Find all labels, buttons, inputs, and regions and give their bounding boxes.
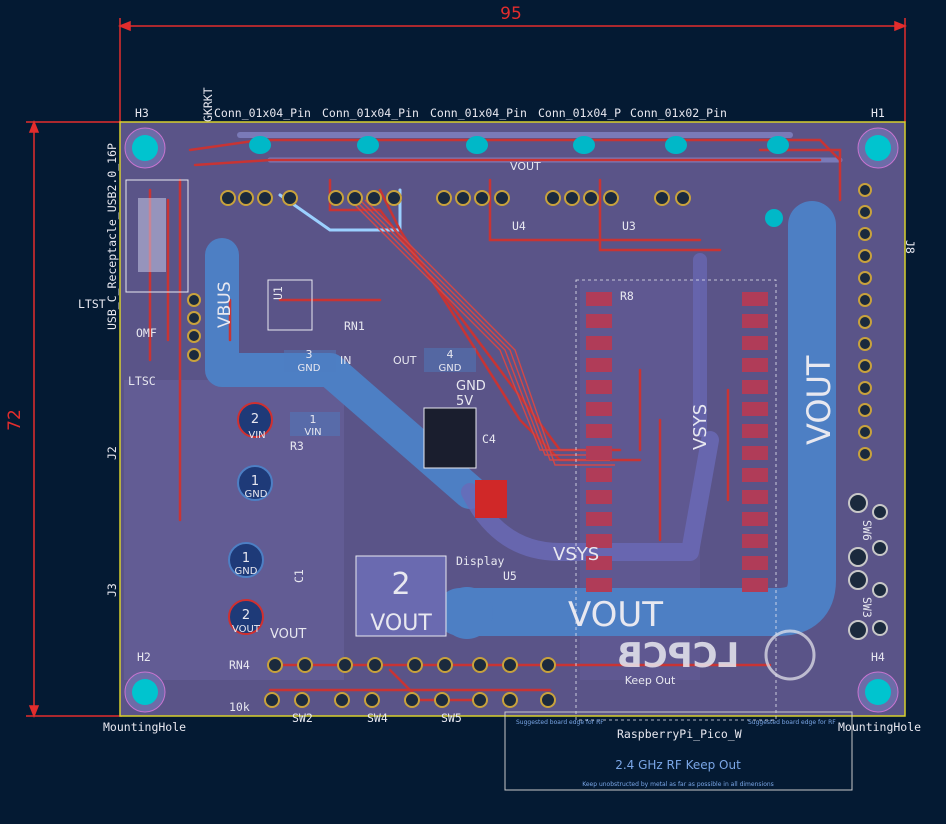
comp-c4: C4 (482, 432, 496, 446)
rf-keepout-note: Keep unobstructed by metal as far as pos… (582, 781, 774, 788)
pad-gnd-box: GND (456, 379, 486, 394)
term-gnd2: GND (235, 566, 258, 577)
term-gnd1-num: 1 (251, 474, 259, 489)
conn-label-j2: J2 (105, 446, 119, 460)
pad-4: 4 (447, 348, 454, 361)
pad-vin-out (424, 348, 476, 372)
comp-lt: LTST (78, 297, 106, 311)
term-vin-num: 2 (251, 412, 259, 427)
hole-type-bl: MountingHole (103, 720, 186, 734)
conn-label-4: Conn_01x04_P (538, 106, 621, 120)
net-vout-trace: VOUT (510, 160, 541, 173)
term-gnd1: GND (245, 489, 268, 500)
rf-keepout-title: 2.4 GHz RF Keep Out (615, 758, 741, 772)
comp-u3: U3 (622, 219, 636, 233)
conn-label-3: Conn_01x04_Pin (430, 106, 527, 120)
vout-pad-end (441, 587, 493, 639)
hole-label-h4: H4 (871, 650, 885, 664)
pico-footprint (575, 279, 777, 721)
hole-type-br: MountingHole (838, 720, 921, 734)
conn-label-2: Conn_01x04_Pin (322, 106, 419, 120)
comp-omf: OMF (136, 326, 157, 340)
dimension-width: 95 (500, 4, 522, 24)
net-vout-vertical: VOUT (800, 355, 838, 445)
comp-u5: U5 (503, 569, 517, 583)
pad-5v: 5V (456, 394, 473, 409)
pad-vin-1 (290, 412, 340, 436)
usb-connector (125, 179, 189, 293)
mounting-holes (124, 127, 899, 713)
comp-u4: U4 (512, 219, 526, 233)
comp-10k: 10k (229, 700, 250, 714)
hole-label-h3: H3 (135, 106, 149, 120)
pico-pad-column-left (586, 292, 612, 592)
ic-u1 (267, 279, 313, 331)
rf-edge-note-left: Suggested board edge for RF (516, 719, 604, 726)
conn-label-j3: J3 (105, 583, 119, 597)
pad-4-gnd: GND (439, 363, 462, 374)
net-vout-label: VOUT (270, 627, 306, 642)
pad-3-gnd: GND (298, 363, 321, 374)
conn-label-5: Conn_01x02_Pin (630, 106, 727, 120)
sw-label-5: SW5 (441, 711, 462, 725)
header-pin-rows (187, 183, 872, 708)
dimension-markers (26, 18, 908, 719)
comp-display: Display (456, 554, 505, 568)
pad-2: 2 (391, 567, 410, 602)
pad-in: IN (340, 354, 351, 367)
conn-label-kr: GKRKT (201, 87, 215, 122)
comp-c1: C1 (292, 569, 306, 583)
comp-r3: R3 (290, 439, 304, 453)
comp-ltsc: LTSC (128, 374, 156, 388)
display-outline (355, 555, 447, 637)
rf-keepout-small: Keep Out (625, 674, 676, 687)
hole-label-h2: H2 (137, 650, 151, 664)
sw-label-2: SW2 (292, 711, 313, 725)
conn-label-usb: USB_C_Receptacle_USB2.0_16P (105, 143, 119, 330)
net-vout-big: VOUT (568, 595, 663, 635)
ic-rp2040 (423, 407, 477, 469)
rf-keepout-area (504, 711, 853, 791)
term-vout-num: 2 (242, 608, 250, 623)
sw-label-6: SW6 (860, 520, 874, 541)
net-vbus: VBUS (215, 281, 235, 328)
side-switch-pads (848, 493, 888, 640)
screw-terminals (228, 402, 273, 635)
logo: LCPCB (617, 629, 816, 681)
term-vin: VIN (248, 430, 265, 441)
conn-label-1: Conn_01x04_Pin (214, 106, 311, 120)
bus-traces (349, 199, 615, 466)
pad-2-vout: VOUT (370, 611, 432, 636)
pad-1: 1 (310, 413, 317, 426)
pad-out: OUT (393, 354, 417, 367)
rf-edge-note-right: Suggested board edge for RF (748, 719, 836, 726)
conn-label-j8: J8 (903, 240, 917, 254)
usb-shield (138, 198, 166, 272)
net-vsys-vertical: VSYS (690, 404, 711, 450)
pad-vin-in (284, 350, 336, 372)
term-vout: VOUT (232, 624, 261, 635)
comp-rn4: RN4 (229, 658, 250, 672)
hole-label-h1: H1 (871, 106, 885, 120)
pico-pad-column-right (742, 292, 768, 592)
svg-text:LCPCB: LCPCB (617, 636, 739, 676)
sw-label-3: SW3 (860, 597, 874, 618)
net-vsys: VSYS (553, 544, 599, 565)
pad-1-vin: VIN (304, 427, 321, 438)
pico-name: RaspberryPi_Pico_W (617, 727, 742, 741)
dimension-height: 72 (5, 409, 25, 431)
comp-r8: R8 (620, 289, 634, 303)
term-gnd2-num: 1 (242, 551, 250, 566)
ic-regulator-pad (475, 480, 507, 518)
sw-label-4: SW4 (367, 711, 388, 725)
pad-3: 3 (306, 348, 313, 361)
comp-rn1: RN1 (344, 319, 365, 333)
connector-pads (249, 136, 789, 227)
comp-u1: U1 (271, 286, 285, 300)
